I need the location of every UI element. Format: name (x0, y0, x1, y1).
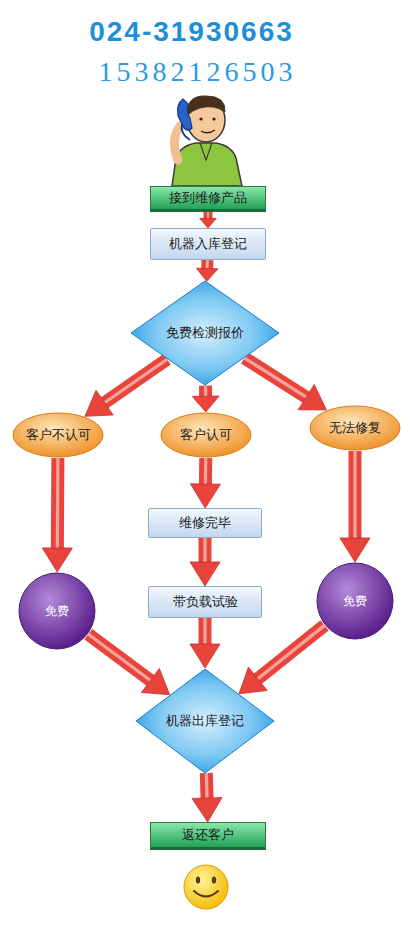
flow-arrow (190, 538, 220, 586)
node-text-area: 机器入库登记 (151, 229, 265, 259)
node-label: 免费检测报价 (166, 325, 244, 341)
arrow-highlight (104, 359, 167, 403)
free-circle: 免费 (316, 562, 394, 640)
smiley-face (184, 865, 228, 909)
arrow-highlight (203, 538, 206, 563)
node-text-area: 接到维修产品 (151, 187, 265, 209)
flow-arrow (340, 451, 370, 562)
node-text-area: 免费检测报价 (130, 280, 280, 386)
node-text-area: 免费 (316, 562, 394, 640)
arrow-head (190, 484, 220, 508)
free-circle: 免费 (18, 572, 96, 650)
ellipse-shape (317, 563, 393, 639)
arrow-shaft (200, 773, 214, 799)
flow-arrow (190, 618, 220, 668)
flow-arrow (196, 260, 218, 281)
node-label: 机器入库登记 (169, 236, 247, 252)
arrow-highlight (204, 386, 207, 398)
node-label: 客户不认可 (26, 427, 91, 443)
decision-diamond: 机器出库登记 (135, 668, 275, 774)
arrow-shaft (349, 451, 362, 539)
arrow-shaft (199, 538, 212, 563)
arrow-head (42, 548, 72, 572)
decision-diamond: 免费检测报价 (130, 280, 280, 386)
phone-number: 15382126503 (0, 56, 405, 88)
arrow-highlight (353, 451, 356, 539)
arrow-head (239, 667, 267, 694)
arrow-shaft (257, 625, 325, 679)
arrow-shaft (199, 458, 212, 485)
node-label: 接到维修产品 (169, 190, 247, 206)
process-box: 维修完毕 (148, 508, 262, 538)
arrow-head (192, 798, 222, 822)
arrow-highlight (204, 458, 208, 485)
arrow-shaft (51, 458, 65, 549)
arrow-highlight (205, 773, 209, 799)
flow-arrow (245, 358, 327, 410)
node-text-area: 无法修复 (309, 405, 401, 451)
arrow-shaft (245, 358, 308, 398)
operator-illustration (172, 96, 242, 186)
node-text-area: 带负载试验 (149, 587, 261, 617)
node-text-area: 免费 (18, 572, 96, 650)
arrow-head (192, 396, 219, 412)
arrow-head (85, 390, 113, 416)
phone-number: 024-31930663 (0, 16, 399, 48)
node-label: 客户认可 (180, 427, 232, 443)
diamond-shape (136, 669, 274, 773)
arrow-highlight (203, 618, 206, 645)
arrow-head (141, 668, 169, 694)
node-text-area: 维修完毕 (149, 509, 261, 537)
flow-arrow (200, 212, 216, 228)
flow-arrow (190, 458, 220, 508)
node-label: 机器出库登记 (166, 713, 244, 729)
arrow-highlight (56, 458, 60, 549)
process-box: 机器入库登记 (150, 228, 266, 260)
node-label: 免费 (45, 604, 69, 618)
node-label: 返还客户 (182, 827, 234, 843)
node-text-area: 客户不认可 (12, 412, 104, 458)
flow-arrow (239, 625, 325, 693)
diamond-shape (131, 281, 279, 385)
outcome-ellipse: 客户不认可 (12, 412, 104, 458)
arrow-highlight (88, 634, 151, 681)
arrow-shaft (88, 634, 151, 681)
flow-arrow (85, 359, 167, 416)
flow-arrow (192, 773, 222, 822)
node-text-area: 返还客户 (151, 823, 265, 847)
node-label: 免费 (343, 594, 367, 608)
process-box: 带负载试验 (148, 586, 262, 618)
ellipse-shape (161, 413, 251, 457)
ellipse-shape (310, 406, 400, 450)
outcome-ellipse: 无法修复 (309, 405, 401, 451)
node-label: 无法修复 (329, 420, 381, 436)
flow-arrow (42, 458, 72, 572)
flow-arrow (88, 634, 169, 694)
arrow-head (298, 384, 326, 410)
arrow-head (190, 562, 220, 586)
arrow-head (190, 644, 220, 668)
node-text-area: 客户认可 (160, 412, 252, 458)
arrow-shaft (199, 618, 212, 645)
start-box: 接到维修产品 (150, 186, 266, 212)
ellipse-shape (13, 413, 103, 457)
arrow-head (200, 218, 216, 228)
arrow-shaft (104, 359, 167, 403)
flow-arrow (192, 386, 219, 412)
end-box: 返还客户 (150, 822, 266, 850)
arrow-highlight (257, 625, 325, 679)
outcome-ellipse: 客户认可 (160, 412, 252, 458)
arrow-highlight (245, 358, 308, 398)
node-label: 维修完毕 (179, 515, 231, 531)
arrow-shaft (199, 386, 212, 398)
ellipse-shape (19, 573, 95, 649)
node-label: 带负载试验 (173, 594, 238, 610)
arrow-head (196, 268, 218, 281)
arrow-head (340, 538, 370, 562)
node-text-area: 机器出库登记 (135, 668, 275, 774)
